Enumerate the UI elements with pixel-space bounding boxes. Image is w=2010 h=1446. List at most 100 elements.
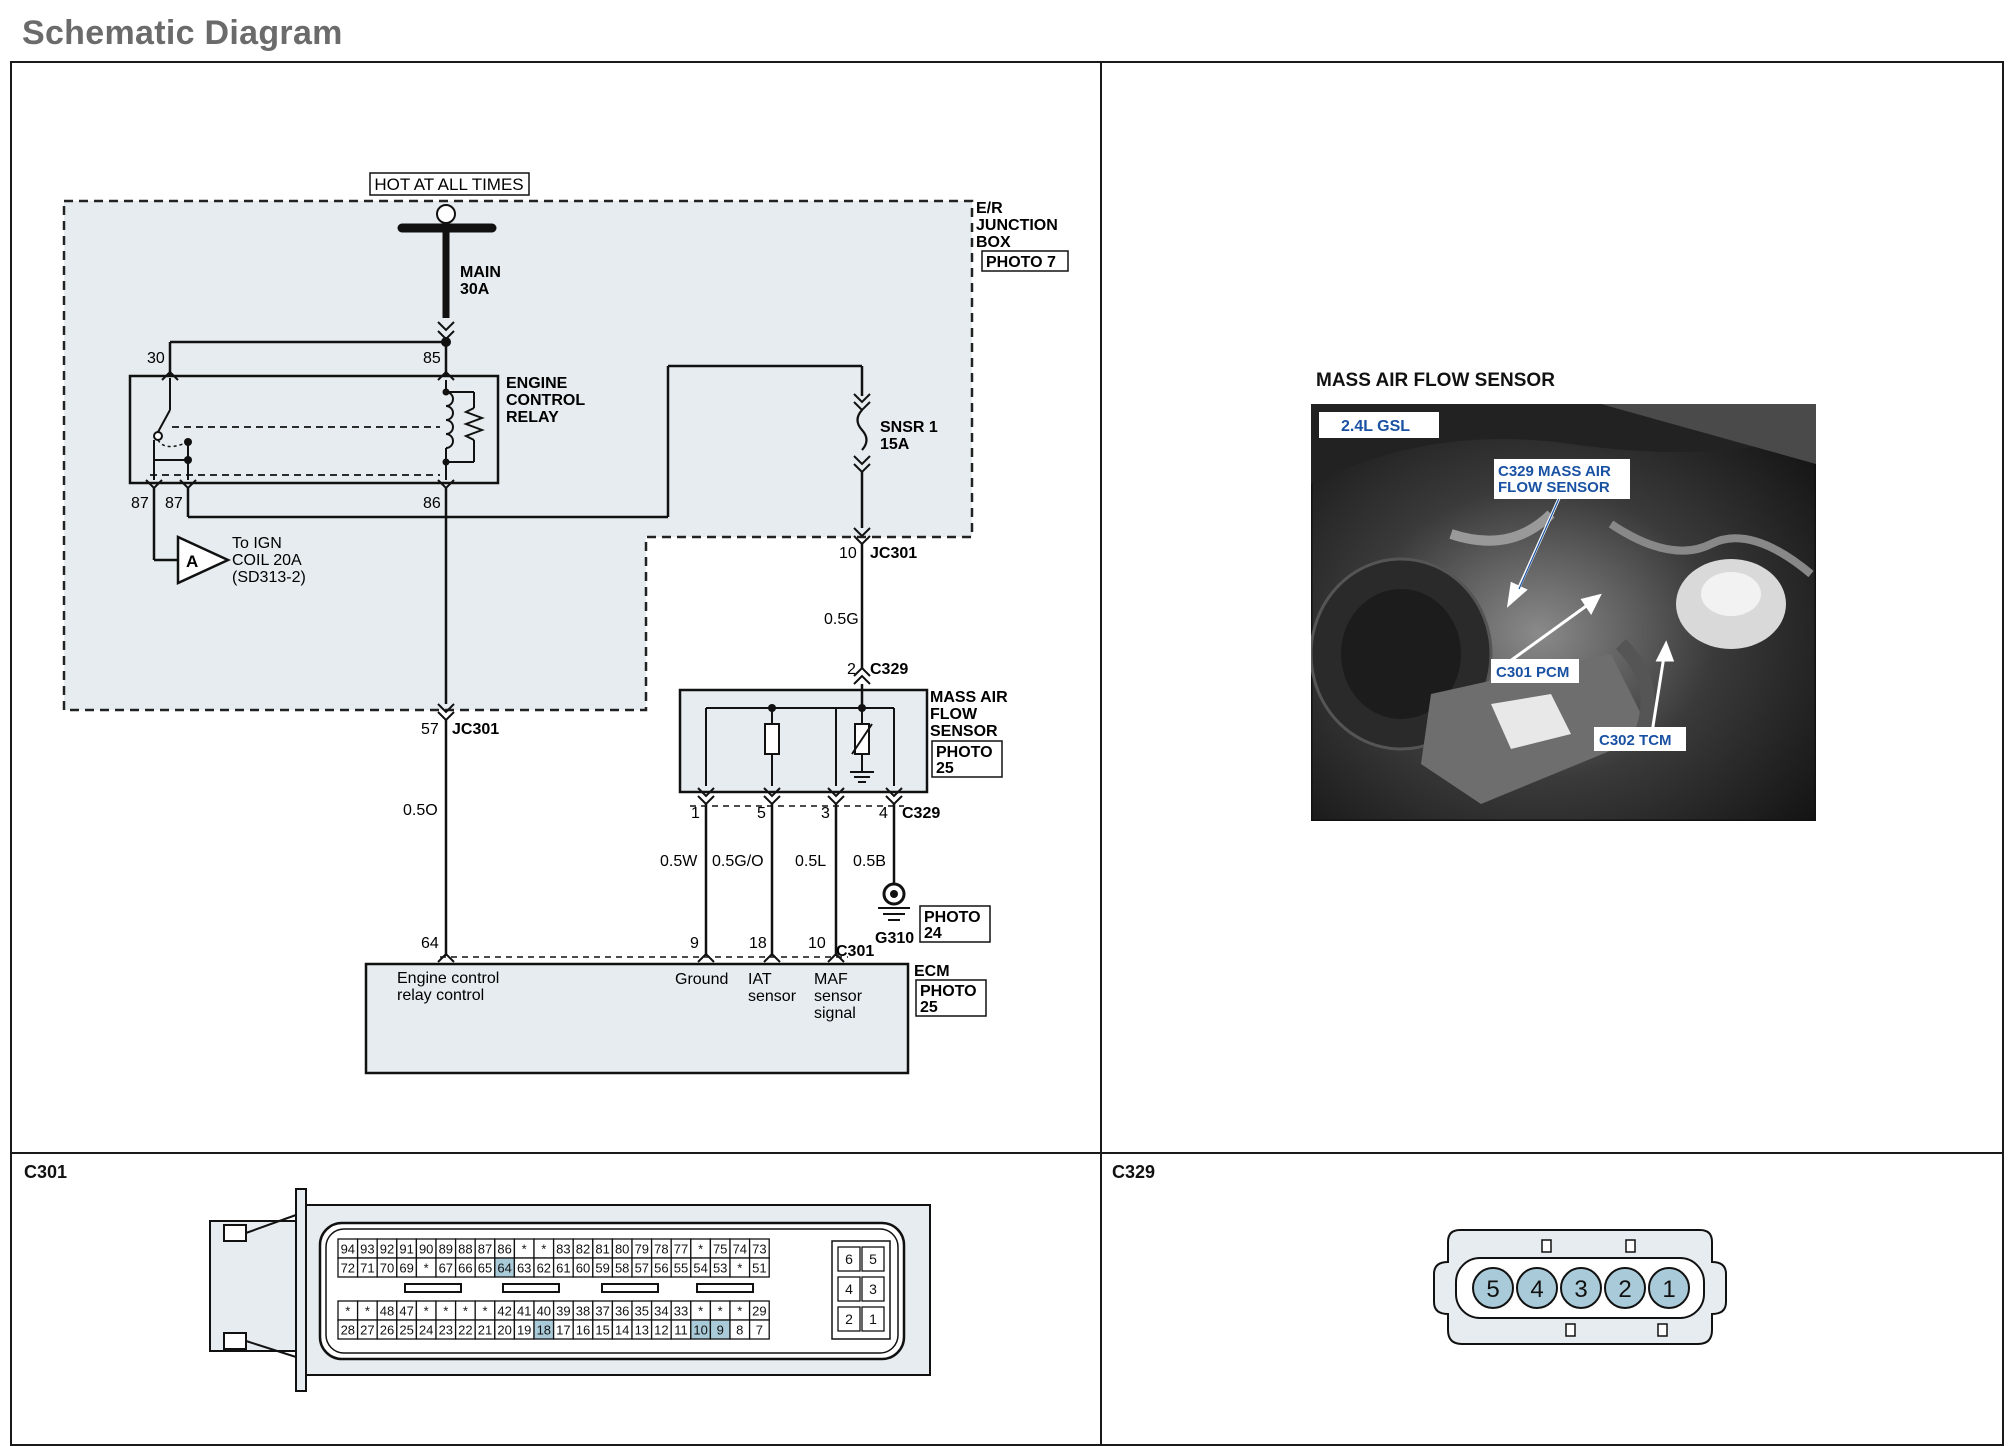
c329-connector-svg: 5 4 3 2 1: [1433, 1229, 1727, 1345]
c301-pin-label: 39: [556, 1304, 570, 1319]
c301-pin-label: 12: [654, 1323, 668, 1338]
c301-pin-label: *: [737, 1261, 742, 1276]
c329-pin-label: 5: [1486, 1276, 1499, 1303]
c301-side-pin-cell: [837, 1246, 861, 1272]
relay-pin-86: 86: [423, 495, 441, 512]
ecm-iat-line2: sensor: [748, 988, 797, 1005]
c301-pin-label: 88: [458, 1242, 472, 1257]
c301-side-pin-label: 5: [869, 1251, 877, 1267]
c329-pin-label: 2: [1618, 1276, 1631, 1303]
snsr-fuse-line1: SNSR 1: [880, 419, 938, 436]
ecm-maf-line3: signal: [814, 1005, 856, 1022]
c301-pin-label: 71: [360, 1261, 374, 1276]
maf-label-line2: FLOW: [930, 706, 978, 723]
ecm-ground-label: Ground: [675, 971, 728, 988]
ecm-pin-18: 18: [749, 935, 767, 952]
wire-0-5b: 0.5B: [853, 853, 886, 870]
c301-pin-label: 28: [341, 1323, 355, 1338]
c301-pin-label: *: [424, 1304, 429, 1319]
wire-0-5g-o: 0.5G/O: [712, 853, 764, 870]
relay-label-line3: RELAY: [506, 409, 559, 426]
c301-side-pin-cell: [861, 1246, 885, 1272]
maf-label-line1: MASS AIR: [930, 689, 1008, 706]
c329-label: C329: [1112, 1162, 1156, 1182]
page-title: Schematic Diagram: [22, 14, 343, 52]
c301-pin-label: 36: [615, 1304, 629, 1319]
c301-pin-label: 20: [497, 1323, 511, 1338]
c329-bottom-pin-1: 1: [691, 805, 700, 822]
c329-pin: [1472, 1267, 1514, 1309]
maf-photo-line1: PHOTO: [936, 744, 993, 761]
c301-pin-label: 90: [419, 1242, 433, 1257]
c301-pin-label: 57: [635, 1261, 649, 1276]
connector-a-line1: To IGN: [232, 535, 282, 552]
c301-pin-label: 22: [458, 1323, 472, 1338]
c329-bottom-pin-5: 5: [757, 805, 766, 822]
c301-pin-label: 67: [439, 1261, 453, 1276]
c301-pin-label: 70: [380, 1261, 394, 1276]
c301-pin-label: 92: [380, 1242, 394, 1257]
c301-pin-label: 26: [380, 1323, 394, 1338]
c301-pin-label: 75: [713, 1242, 727, 1257]
c301-side-pin-label: 3: [869, 1281, 877, 1297]
c329-bottom-name: C329: [902, 805, 940, 822]
c301-pin-label: 55: [674, 1261, 688, 1276]
c301-pin-label: 53: [713, 1261, 727, 1276]
c301-pin-label: 89: [439, 1242, 453, 1257]
c329-pin-label: 3: [1574, 1276, 1587, 1303]
c301-pin-label: 27: [360, 1323, 374, 1338]
c329-bottom-pin-4: 4: [879, 805, 888, 822]
c329-connector-panel: [1100, 1152, 2004, 1446]
c301-pin-label: 11: [674, 1323, 688, 1338]
c329-pin-label: 1: [1662, 1276, 1675, 1303]
relay-pin-87b: 87: [165, 495, 183, 512]
c301-side-pin-cell: [837, 1276, 861, 1302]
c329-pin: [1516, 1267, 1558, 1309]
wire-0-5g: 0.5G: [824, 611, 859, 628]
c329-top-name: C329: [870, 661, 908, 678]
c301-pin-label: 33: [674, 1304, 688, 1319]
c301-pin-label: 60: [576, 1261, 590, 1276]
ecm-photo-line1: PHOTO: [920, 983, 977, 1000]
maf-label-line3: SENSOR: [930, 723, 998, 740]
c301-side-pin-cell: [837, 1306, 861, 1332]
c301-pin-label: 65: [478, 1261, 492, 1276]
c301-pin-label: 64: [497, 1261, 511, 1276]
c301-pin-label: 79: [635, 1242, 649, 1257]
c301-pin-cell: [748, 1319, 770, 1340]
relay-pin-87a: 87: [131, 495, 149, 512]
c301-pin-label: 77: [674, 1242, 688, 1257]
c301-pin-label: 38: [576, 1304, 590, 1319]
relay-label-line1: ENGINE: [506, 375, 568, 392]
junction-box-photo: PHOTO 7: [986, 254, 1056, 271]
c301-pin-label: 40: [537, 1304, 551, 1319]
c301-side-pin-label: 1: [869, 1311, 877, 1327]
jc301-right-pin: 10: [839, 545, 857, 562]
c301-pin-label: 91: [399, 1242, 413, 1257]
c301-pin-label: 81: [595, 1242, 609, 1257]
c329-pin-label: 4: [1530, 1276, 1543, 1303]
ecm-box: [364, 962, 910, 1075]
c301-pin-label: 24: [419, 1323, 433, 1338]
c301-side-pin-cell: [861, 1306, 885, 1332]
c301-pin-label: 58: [615, 1261, 629, 1276]
c301-pin-label: *: [424, 1261, 429, 1276]
relay-pin-30: 30: [147, 350, 165, 367]
c301-pin-label: 9: [717, 1323, 724, 1338]
c301-pin-label: 37: [595, 1304, 609, 1319]
c301-pin-label: 62: [537, 1261, 551, 1276]
c301-pin-label: *: [522, 1242, 527, 1257]
c301-pin-label: 25: [399, 1323, 413, 1338]
ecm-name: ECM: [914, 963, 950, 980]
connector-a-line3: (SD313-2): [232, 569, 306, 586]
callout-c301: C301 PCM: [1496, 664, 1569, 681]
c301-pin-label: 83: [556, 1242, 570, 1257]
c301-pin-label: *: [737, 1304, 742, 1319]
c301-pin-label: 8: [736, 1323, 743, 1338]
ecm-relay-control-line1: Engine control: [397, 970, 499, 987]
ecm-photo-line2: 25: [920, 999, 938, 1016]
main-fuse-line1: MAIN: [460, 264, 501, 281]
engine-bay-photo: 2.4L GSL C329 MASS AIR FLOW SENSOR C301 …: [1311, 404, 1816, 821]
